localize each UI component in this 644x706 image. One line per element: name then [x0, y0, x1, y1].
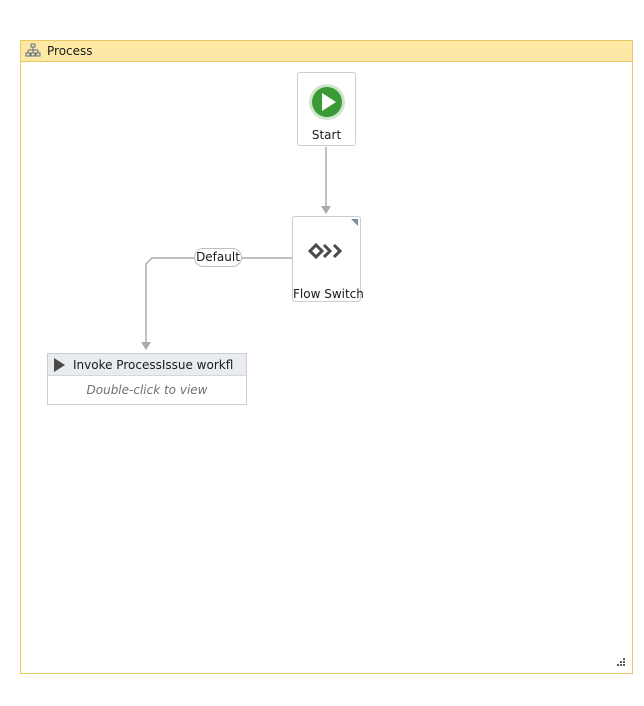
process-header[interactable]: Process	[21, 41, 632, 62]
flowchart-icon	[25, 43, 41, 59]
invoke-workflow-activity[interactable]: Invoke ProcessIssue workfl Double-click …	[47, 353, 247, 405]
invoke-activity-hint: Double-click to view	[86, 383, 208, 397]
start-node[interactable]: Start	[297, 72, 356, 146]
expand-corner-icon	[351, 219, 358, 226]
start-label: Start	[311, 128, 342, 142]
invoke-activity-title: Invoke ProcessIssue workfl	[73, 357, 234, 372]
flow-switch-label: Flow Switch	[293, 287, 364, 301]
flow-switch-icon	[308, 242, 343, 260]
flow-switch-node[interactable]: Flow Switch	[292, 216, 364, 302]
default-case-label[interactable]: Default	[194, 248, 242, 267]
resize-grip-icon[interactable]	[616, 657, 626, 667]
play-icon	[54, 357, 65, 372]
process-title: Process	[47, 44, 93, 58]
invoke-activity-header[interactable]: Invoke ProcessIssue workfl	[48, 354, 246, 376]
play-circle-icon	[309, 84, 345, 120]
